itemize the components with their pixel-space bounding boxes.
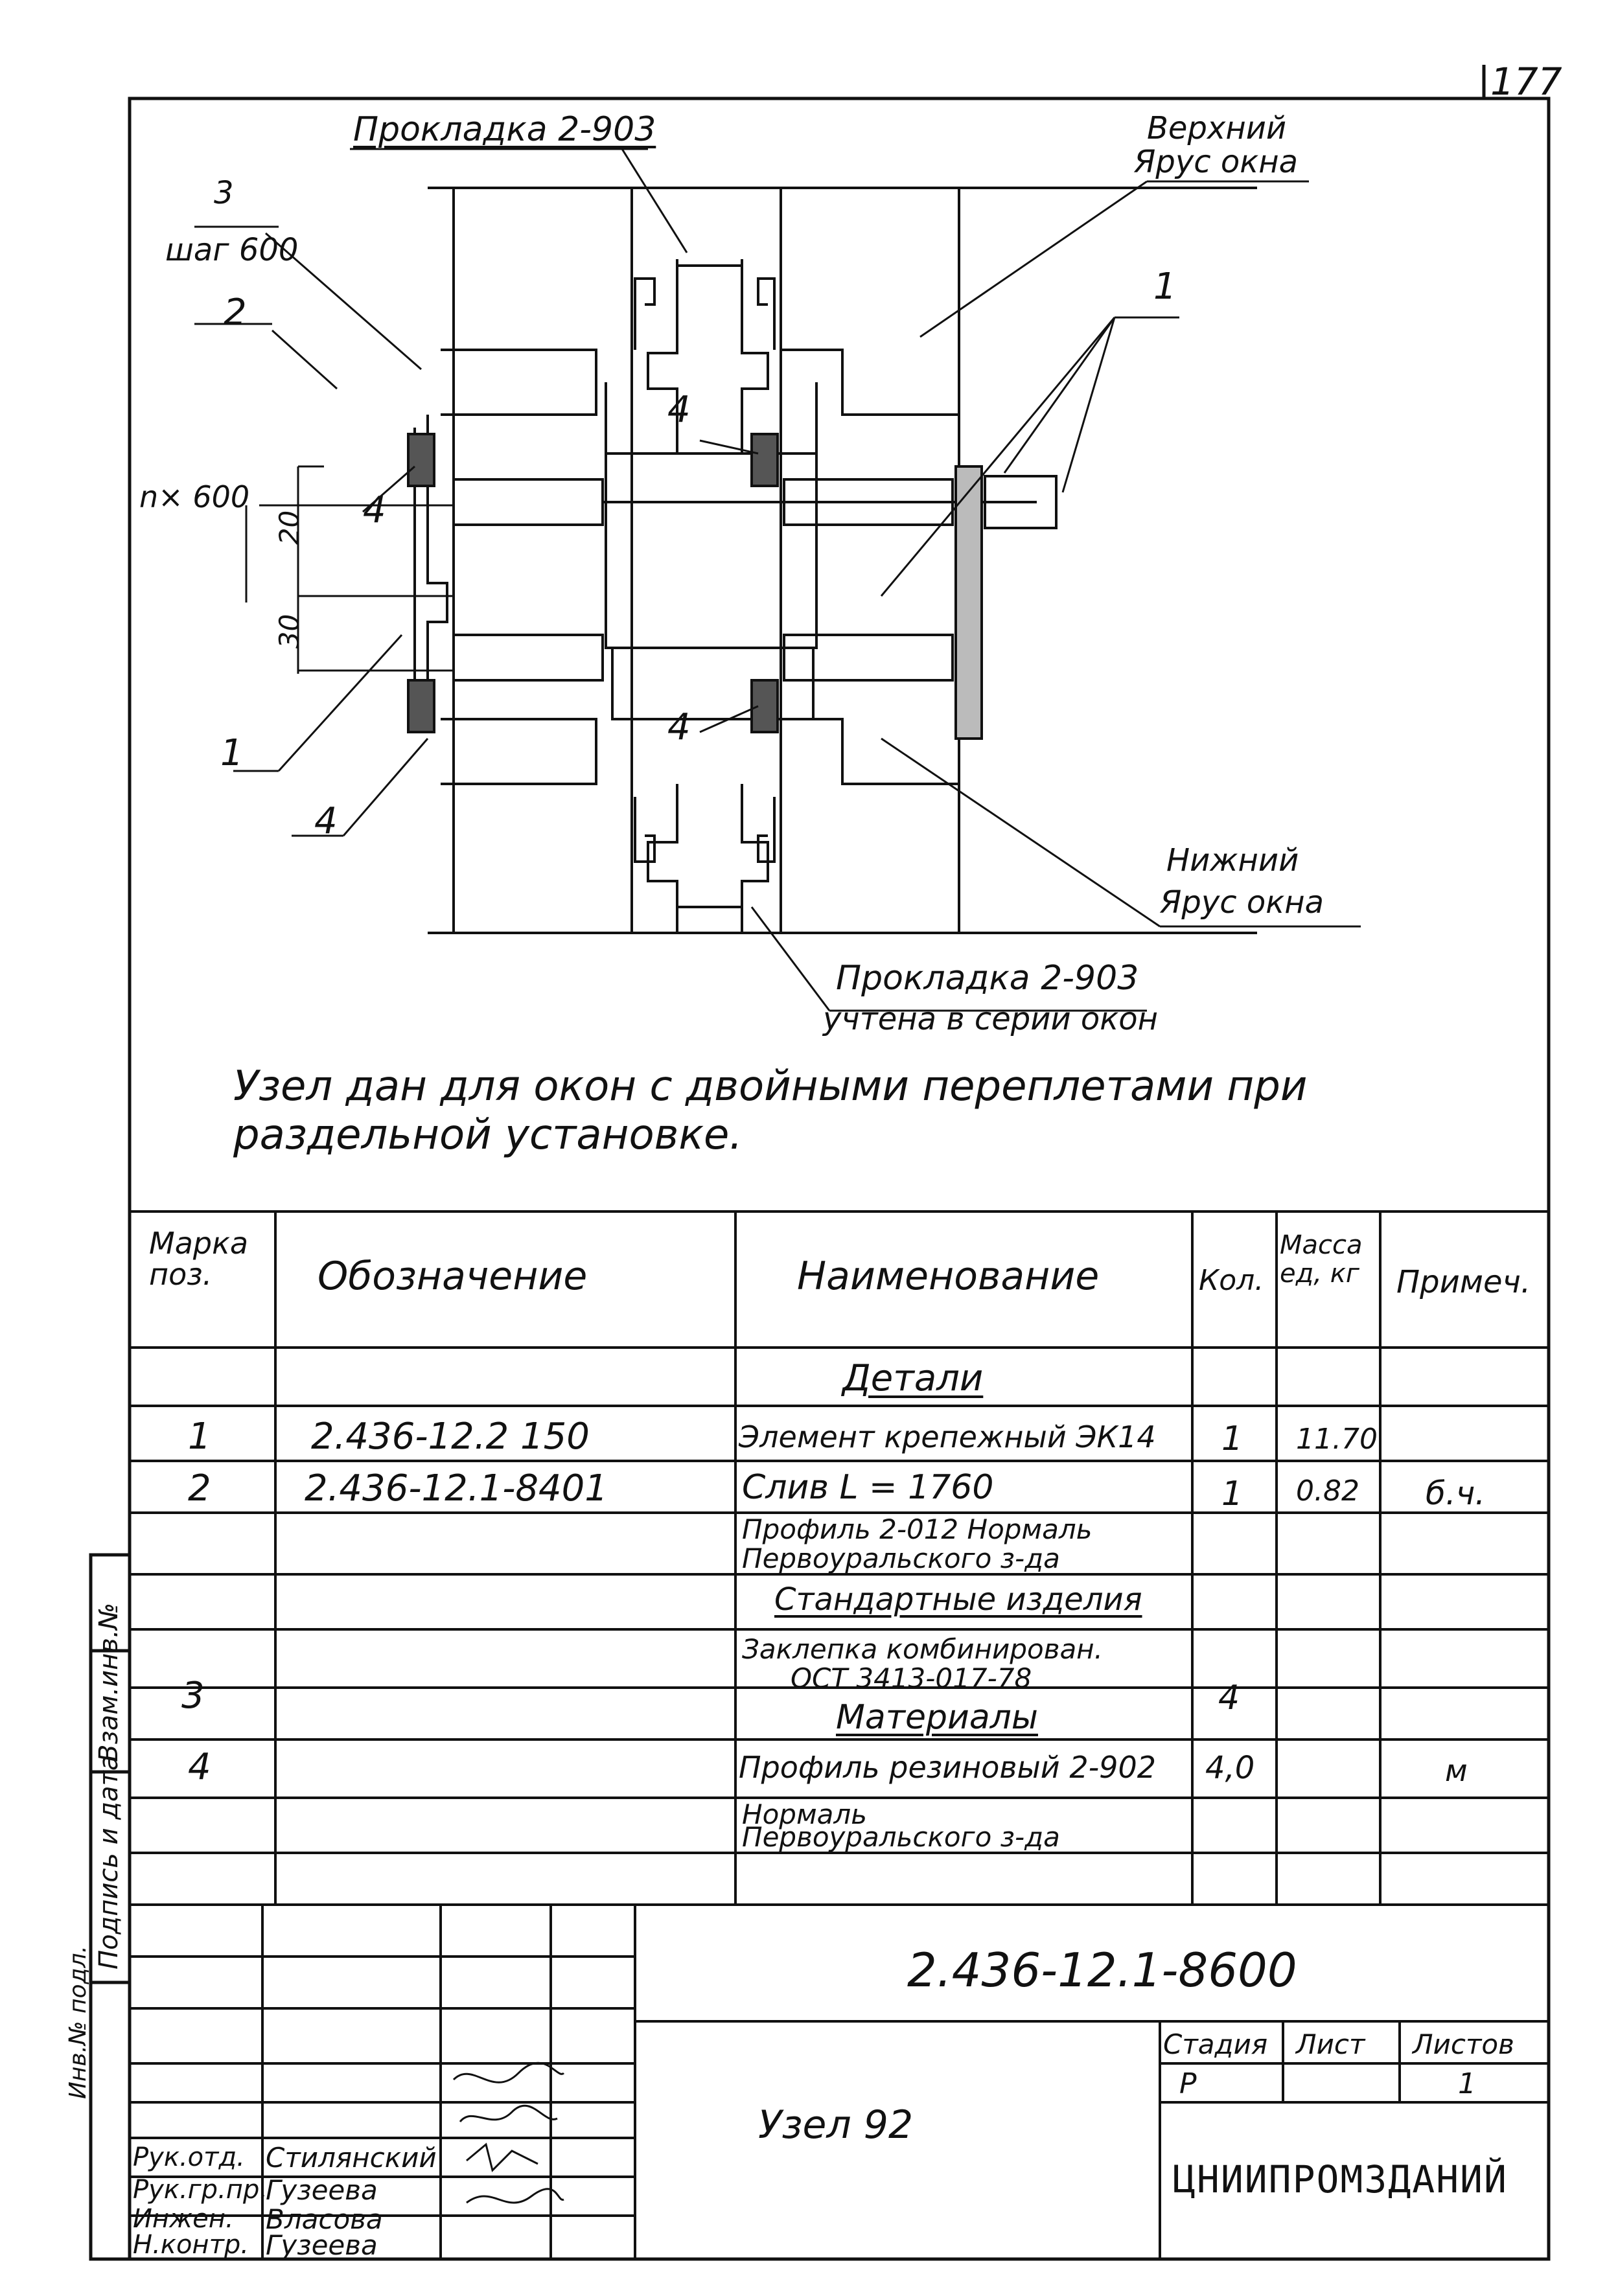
row2-designation: 2.436-12.1-8401 bbox=[305, 1467, 608, 1510]
row4-note: м bbox=[1445, 1753, 1468, 1788]
sig-name-2: Гузеева bbox=[266, 2174, 378, 2206]
sheet-frame bbox=[89, 65, 1551, 2261]
row1-qty: 1 bbox=[1221, 1419, 1243, 1458]
callout-pos4-d: 4 bbox=[314, 800, 338, 842]
row3-name-2: ОСТ 3413-017-78 bbox=[791, 1662, 1032, 1694]
row2-mass: 0.82 bbox=[1296, 1475, 1359, 1508]
document-code: 2.436-12.1-8600 bbox=[907, 1943, 1297, 1997]
row4-qty: 4,0 bbox=[1205, 1750, 1255, 1786]
note-line-2: раздельной установке. bbox=[233, 1111, 743, 1159]
callout-upper-tier-1: Верхний bbox=[1147, 110, 1287, 146]
sheets-label: Листов bbox=[1413, 2028, 1514, 2060]
sig-role-2: Рук.гр.пр. bbox=[133, 2175, 268, 2205]
row1-mass: 11.70 bbox=[1296, 1423, 1378, 1456]
stamp-replace-inv: Взам.инв.№ bbox=[94, 1602, 124, 1762]
callout-pos2: 2 bbox=[224, 292, 247, 334]
row1-mark: 1 bbox=[188, 1416, 211, 1458]
title-block-grid bbox=[130, 1905, 1549, 2259]
callout-upper-tier-2: Ярус окна bbox=[1134, 144, 1299, 180]
window-node-section bbox=[407, 187, 1257, 934]
callout-nx600: n× 600 bbox=[139, 479, 250, 514]
header-mark: Марка поз. bbox=[149, 1226, 249, 1292]
organization-name: ЦНИИПРОМЗДАНИЙ bbox=[1173, 2157, 1508, 2201]
sig-name-4: Гузеева bbox=[266, 2229, 378, 2261]
sheet-label: Лист bbox=[1296, 2028, 1365, 2060]
callout-bottom-liner-2: учтена в серии окон bbox=[823, 1001, 1159, 1037]
section-materials: Материалы bbox=[836, 1698, 1038, 1737]
header-mass: Масса ед, кг bbox=[1280, 1230, 1363, 1289]
note-line-1: Узел дан для окон с двойными переплетами… bbox=[233, 1062, 1308, 1110]
row2b-name-1: Профиль 2-012 Нормаль bbox=[742, 1513, 1093, 1545]
sheet-number: 177 bbox=[1490, 60, 1562, 104]
stamp-sign-date: Подпись и дата bbox=[94, 1754, 124, 1969]
row4-mark: 4 bbox=[188, 1746, 211, 1788]
header-qty: Кол. bbox=[1199, 1264, 1264, 1297]
row3-qty: 4 bbox=[1218, 1679, 1240, 1717]
row2-mark: 2 bbox=[188, 1467, 211, 1510]
sig-role-1: Рук.отд. bbox=[133, 2142, 245, 2172]
row2-qty: 1 bbox=[1221, 1475, 1243, 1513]
node-title: Узел 92 bbox=[758, 2102, 914, 2148]
row2-note: б.ч. bbox=[1426, 1475, 1486, 1512]
callout-pos1-right: 1 bbox=[1153, 266, 1177, 308]
callout-bottom-liner-1: Прокладка 2-903 bbox=[836, 959, 1139, 998]
header-note: Примеч. bbox=[1396, 1264, 1531, 1300]
section-standard: Стандартные изделия bbox=[774, 1581, 1142, 1618]
leader-lines bbox=[194, 148, 1361, 1012]
row4b-name-2: Первоуральского з-да bbox=[742, 1821, 1060, 1853]
section-details: Детали bbox=[842, 1357, 984, 1399]
row3-name-1: Заклепка комбинирован. bbox=[742, 1633, 1103, 1665]
callout-pos4-a: 4 bbox=[667, 389, 691, 431]
sig-role-4: Н.контр. bbox=[133, 2230, 249, 2260]
row1-designation: 2.436-12.2 150 bbox=[311, 1416, 590, 1458]
sig-role-3: Инжен. bbox=[133, 2204, 234, 2234]
sheets-value: 1 bbox=[1458, 2067, 1476, 2100]
callout-lower-tier-2: Ярус окна bbox=[1160, 884, 1324, 921]
dim-20: 20 bbox=[273, 510, 306, 545]
header-name: Наименование bbox=[797, 1254, 1100, 1299]
sig-name-3: Власова bbox=[266, 2203, 383, 2235]
callout-top-liner: Прокладка 2-903 bbox=[353, 110, 656, 149]
row4b-name-1: Нормаль bbox=[742, 1798, 867, 1830]
dim-30: 30 bbox=[273, 614, 306, 649]
callout-pos4-c: 4 bbox=[667, 706, 691, 748]
callout-pos3-pitch: шаг 600 bbox=[165, 232, 299, 268]
stage-label: Стадия bbox=[1163, 2028, 1268, 2060]
stamp-inv-orig: Инв.№ подл. bbox=[65, 1946, 91, 2099]
row3-mark: 3 bbox=[181, 1675, 205, 1717]
sig-name-1: Стилянский bbox=[266, 2142, 437, 2174]
callout-pos3-num: 3 bbox=[214, 175, 234, 211]
callout-pos4-b: 4 bbox=[363, 489, 386, 531]
row1-name: Элемент крепежный ЭК14 bbox=[739, 1419, 1156, 1454]
row2-name: Слив L = 1760 bbox=[742, 1468, 994, 1507]
row2b-name-2: Первоуральского з-да bbox=[742, 1543, 1060, 1574]
callout-pos1-left: 1 bbox=[220, 732, 244, 774]
spec-table-grid bbox=[130, 1210, 1549, 1906]
header-designation: Обозначение bbox=[318, 1254, 588, 1299]
row4-name: Профиль резиновый 2-902 bbox=[739, 1750, 1156, 1785]
callout-lower-tier-1: Нижний bbox=[1166, 842, 1299, 878]
stage-value: Р bbox=[1179, 2067, 1197, 2100]
signature-marks bbox=[452, 2061, 565, 2204]
